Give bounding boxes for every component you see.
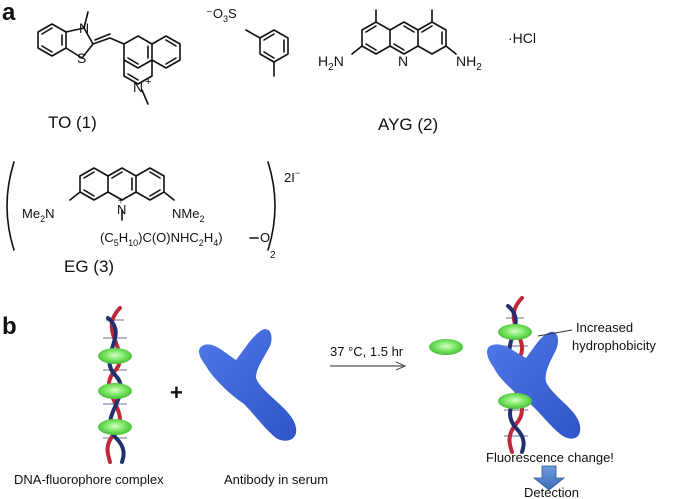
increased-label-line2: hydrophobicity	[572, 338, 656, 353]
eg-ring-n: N	[117, 202, 126, 217]
eg-charge-plus: +	[118, 196, 124, 207]
increased-label-line1: Increased	[576, 320, 633, 335]
panel-b-label: b	[2, 313, 17, 340]
dna-helix-right	[487, 296, 581, 454]
to-atom-n: N	[79, 20, 89, 36]
compound-to-structure	[37, 11, 181, 105]
panel-a-label: a	[2, 0, 16, 26]
eg-linker: (C5H10)C(O)NHC2H4)	[100, 230, 223, 248]
antibody-shape	[199, 329, 297, 441]
ayg-salt: ·HCl	[508, 30, 536, 46]
fluorophore-bead	[98, 383, 132, 399]
fluorophore-bead	[498, 393, 532, 409]
dna-complex-label: DNA-fluorophore complex	[14, 472, 164, 487]
dna-helix-left	[98, 306, 132, 464]
compound-eg-caption: EG (3)	[64, 257, 114, 276]
eg-counterion: 2I−	[284, 168, 300, 185]
eg-right-group: NMe2	[172, 206, 204, 224]
to-atom-s: S	[77, 50, 86, 66]
ayg-amine-left: H2N	[318, 53, 344, 73]
eg-left-group: Me2N	[22, 206, 54, 224]
tosylate-structure	[245, 29, 289, 77]
compound-ayg-structure	[351, 9, 457, 55]
pointer-line	[537, 329, 573, 337]
fluorophore-bead	[98, 419, 132, 435]
plus-sign: +	[170, 380, 183, 405]
fluorescence-label: Fluorescence change!	[486, 450, 614, 465]
compound-eg-structure	[6, 161, 276, 251]
compound-ayg-caption: AYG (2)	[378, 115, 438, 134]
ayg-atom-n: N	[398, 53, 408, 69]
eg-oxygen: O	[260, 230, 270, 245]
to-atom-n-quin: N	[133, 79, 143, 95]
to-charge-plus: +	[145, 76, 151, 88]
reaction-condition: 37 °C, 1.5 hr	[330, 344, 404, 359]
fluorophore-bead	[498, 324, 532, 340]
detection-label: Detection	[524, 485, 579, 499]
reaction-arrowhead	[395, 361, 407, 371]
antibody-label: Antibody in serum	[224, 472, 328, 487]
tosylate-o3: ⁻O3S	[206, 6, 237, 24]
detection-arrow	[532, 465, 566, 491]
compound-to-caption: TO (1)	[48, 113, 97, 132]
antibody-bound-shape	[487, 331, 581, 439]
eg-dimer-sub: 2	[270, 250, 276, 261]
fluorophore-bead	[98, 348, 132, 364]
free-fluorophore	[429, 339, 463, 355]
ayg-amine-right: NH2	[456, 53, 482, 73]
